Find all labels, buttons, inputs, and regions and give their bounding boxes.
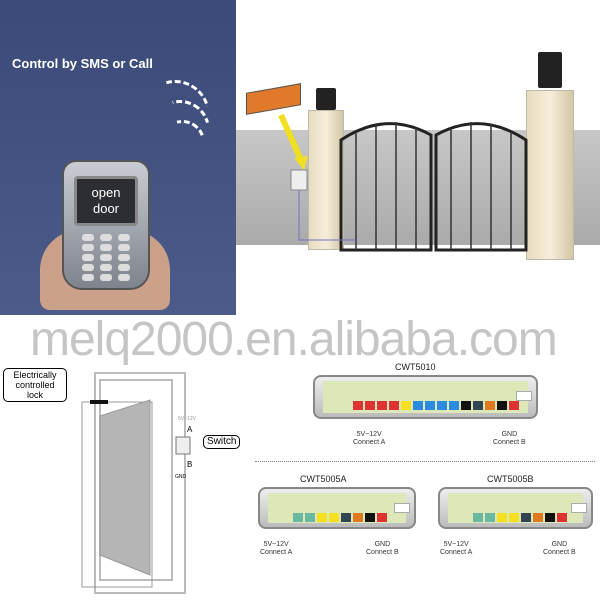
phone-key <box>100 234 112 241</box>
door-wiring-diagram: Electrically controlled lock Switch 5V~1… <box>0 340 250 600</box>
terminal-a-label: A <box>187 425 193 434</box>
gate-pillar <box>308 110 344 250</box>
terminal <box>473 513 483 522</box>
terminal <box>329 513 339 522</box>
terminal <box>509 401 519 410</box>
switch-callout: Switch <box>203 435 241 449</box>
terminal-b-label: B <box>187 460 193 469</box>
banner-title: Control by SMS or Call <box>12 56 153 71</box>
terminal <box>365 513 375 522</box>
phone-key <box>118 244 130 251</box>
terminal <box>353 513 363 522</box>
terminal <box>497 513 507 522</box>
controller-device <box>438 487 593 529</box>
phone-key <box>118 234 130 241</box>
phone-key <box>82 234 94 241</box>
phone-key <box>82 244 94 251</box>
terminal <box>461 401 471 410</box>
terminal <box>341 513 351 522</box>
device-model: CWT5005B <box>487 474 534 484</box>
phone-key <box>118 264 130 271</box>
phone-key <box>100 264 112 271</box>
terminal <box>317 513 327 522</box>
switch-icon <box>175 436 191 455</box>
terminal <box>449 401 459 410</box>
lock-callout: Electrically controlled lock <box>3 368 67 402</box>
wiring-arrow <box>278 113 356 241</box>
terminal <box>497 401 507 410</box>
phone-key <box>100 244 112 251</box>
terminal <box>533 513 543 522</box>
terminal <box>377 513 387 522</box>
phone-key <box>100 254 112 261</box>
terminal <box>437 401 447 410</box>
port-icon <box>571 503 587 513</box>
terminal <box>389 401 399 410</box>
terminal <box>305 513 315 522</box>
terminal <box>545 513 555 522</box>
sms-control-banner: Control by SMS or Call open door <box>0 0 236 315</box>
phone-key <box>82 254 94 261</box>
port-icon <box>516 391 532 401</box>
terminal <box>377 401 387 410</box>
terminal <box>401 401 411 410</box>
terminal <box>365 401 375 410</box>
controller-device <box>258 487 416 529</box>
terminal-block <box>473 509 569 527</box>
device-model: CWT5010 <box>395 362 436 372</box>
lock-icon <box>90 400 108 404</box>
watermark: melq2000.en.alibaba.com <box>30 313 558 366</box>
phone-key <box>82 264 94 271</box>
phone-key <box>118 274 130 281</box>
gate-illustration <box>236 0 600 315</box>
device-model: CWT5005A <box>300 474 347 484</box>
lamp-icon <box>538 52 562 88</box>
terminal <box>485 401 495 410</box>
phone-screen: open door <box>74 176 138 226</box>
terminal <box>425 401 435 410</box>
phone-key <box>118 254 130 261</box>
voltage-label: 5V~12V <box>178 416 196 422</box>
terminal <box>485 513 495 522</box>
phone-key <box>82 274 94 281</box>
gnd-label: GND <box>175 474 187 480</box>
terminal-panel <box>323 381 532 415</box>
mobile-phone-image: open door <box>62 160 150 290</box>
iron-gate <box>339 122 528 252</box>
controller-device <box>313 375 538 419</box>
terminal <box>293 513 303 522</box>
terminal <box>509 513 519 522</box>
terminal <box>557 513 567 522</box>
terminal-panel <box>448 493 587 523</box>
terminal-block <box>353 397 521 415</box>
divider <box>255 461 595 462</box>
terminal-panel <box>268 493 410 523</box>
terminal <box>473 401 483 410</box>
port-icon <box>394 503 410 513</box>
terminal-block <box>293 509 389 527</box>
terminal <box>413 401 423 410</box>
phone-key <box>100 274 112 281</box>
terminal <box>521 513 531 522</box>
terminal <box>353 401 363 410</box>
lamp-icon <box>316 88 336 110</box>
